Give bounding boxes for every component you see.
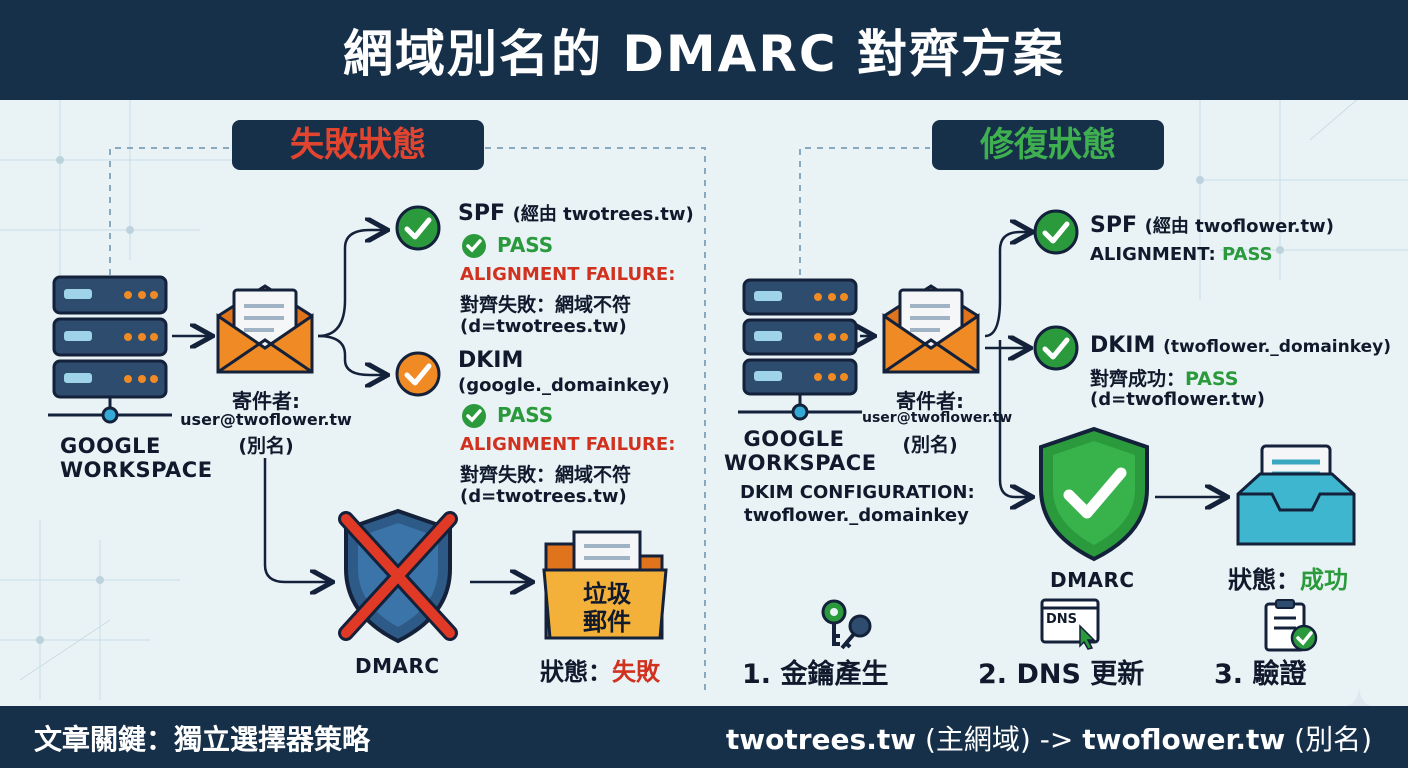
fixed-state-label: 修復狀態 — [932, 120, 1164, 170]
dkim-configuration-label: DKIM CONFIGURATION: — [740, 482, 975, 503]
envelope-icon — [216, 284, 314, 374]
spam-folder-label: 垃圾郵件 — [583, 580, 631, 636]
sender-label: 寄件者: — [232, 389, 300, 413]
spf-heading: SPF (經由 twotrees.tw) — [458, 201, 694, 226]
dmarc-fail-shield-icon — [338, 508, 458, 644]
spf-alignment-failure: ALIGNMENT FAILURE: — [460, 264, 676, 285]
footer-bar — [0, 706, 1408, 768]
dkim-heading: DKIM (twoflower._domainkey) — [1090, 333, 1391, 358]
small-check-icon — [462, 234, 486, 258]
spf-heading: SPF (經由 twoflower.tw) — [1090, 213, 1334, 238]
orange-check-circle-icon — [395, 351, 441, 397]
spf-alignment-detail: 對齊失敗：網域不符 — [460, 294, 632, 316]
envelope-icon — [882, 284, 980, 374]
spf-pass: PASS — [497, 233, 554, 257]
server-icon — [48, 275, 172, 424]
dkim-selector: (google._domainkey) — [458, 375, 670, 396]
check-circle-icon — [395, 205, 441, 251]
spf-alignment-pass: ALIGNMENT: PASS — [1090, 244, 1273, 265]
fixed-status: 狀態：成功 — [1228, 566, 1348, 594]
dkim-pass: PASS — [497, 403, 554, 427]
footer-key-strategy: 文章關鍵：獨立選擇器策略 — [34, 723, 371, 756]
step-1-label: 1. 金鑰產生 — [742, 659, 889, 690]
dkim-heading: DKIM — [458, 348, 524, 373]
clipboard-check-icon — [1264, 599, 1318, 652]
dkim-domain: (d=twotrees.tw) — [460, 486, 627, 507]
dmarc-pass-shield-icon — [1039, 426, 1149, 562]
step-2-label: 2. DNS 更新 — [978, 659, 1145, 690]
check-circle-icon — [1033, 209, 1079, 255]
google-workspace-label: GOOGLE WORKSPACE — [724, 427, 877, 475]
check-circle-icon — [1033, 325, 1079, 371]
failure-status: 狀態：失敗 — [540, 658, 660, 686]
dmarc-fail-label: DMARC — [355, 654, 440, 678]
page-title: 網域別名的 DMARC 對齊方案 — [343, 25, 1065, 83]
spf-domain: (d=twotrees.tw) — [460, 316, 627, 337]
sender-email: user@twoflower.tw — [180, 410, 352, 429]
dns-update-icon — [1040, 598, 1100, 650]
dmarc-pass-label: DMARC — [1050, 568, 1135, 592]
sender-alias-note: (別名) — [902, 434, 958, 456]
server-icon — [738, 278, 862, 421]
google-workspace-label: GOOGLE WORKSPACE — [60, 434, 213, 482]
dkim-alignment-pass: 對齊成功：PASS — [1090, 368, 1239, 390]
header-bar — [0, 0, 1408, 100]
key-icon — [821, 599, 872, 650]
step-3-label: 3. 驗證 — [1214, 659, 1307, 690]
dkim-alignment-detail: 對齊失敗：網域不符 — [460, 464, 632, 486]
dkim-configuration-value: twoflower._domainkey — [744, 505, 969, 526]
footer-domain-mapping: twotrees.tw (主網域) -> twoflower.tw (別名) — [725, 723, 1372, 756]
dns-badge: DNS — [1046, 612, 1078, 627]
sender-alias-note: (別名) — [238, 435, 294, 457]
inbox-tray-icon — [1236, 444, 1356, 546]
small-check-icon — [462, 404, 486, 428]
sender-label: 寄件者: — [896, 389, 964, 413]
dkim-domain: (d=twoflower.tw) — [1090, 389, 1265, 410]
sender-email: user@twoflower.tw — [862, 410, 1013, 426]
dkim-alignment-failure: ALIGNMENT FAILURE: — [460, 434, 676, 455]
spam-folder-icon — [542, 530, 668, 640]
failure-state-label: 失敗狀態 — [232, 120, 484, 170]
